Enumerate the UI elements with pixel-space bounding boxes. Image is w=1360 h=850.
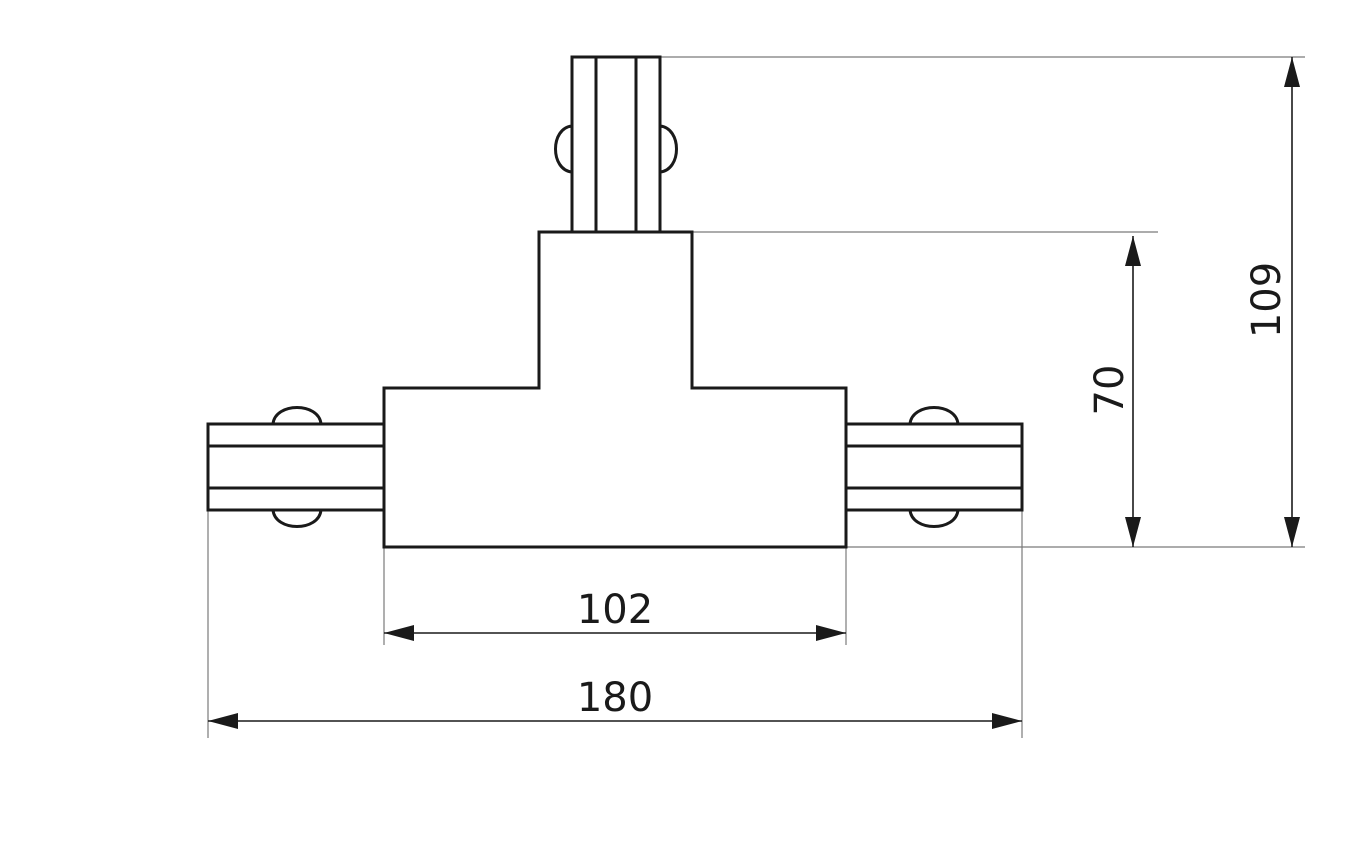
right-top-tab — [908, 406, 960, 426]
arrow-down-icon — [1284, 517, 1300, 547]
left-top-tab — [271, 406, 323, 426]
overall-height-label: 109 — [1244, 262, 1290, 338]
top-rail-branch — [554, 55, 678, 234]
arrow-left-icon — [208, 713, 238, 729]
left-rail-branch — [206, 406, 386, 528]
arrow-right-icon — [992, 713, 1022, 729]
top-right-tab — [658, 124, 678, 174]
dimension-body-width: 102 — [384, 587, 846, 641]
arrow-down-icon — [1125, 517, 1141, 547]
left-bottom-tab — [271, 508, 323, 528]
dimension-body-height: 70 — [1087, 236, 1141, 547]
extension-lines — [207, 56, 1305, 738]
arrow-up-icon — [1284, 57, 1300, 87]
arrow-right-icon — [816, 625, 846, 641]
body-height-label: 70 — [1087, 365, 1133, 416]
body-width-label: 102 — [577, 587, 653, 633]
arrow-left-icon — [384, 625, 414, 641]
right-bottom-tab — [908, 508, 960, 528]
t-connector-body — [382, 230, 848, 549]
arrow-up-icon — [1125, 236, 1141, 266]
overall-width-label: 180 — [577, 675, 653, 721]
top-left-tab — [554, 124, 574, 174]
dimension-overall-width: 180 — [208, 675, 1022, 729]
right-rail-branch — [844, 406, 1024, 528]
dimension-overall-height: 109 — [1244, 57, 1300, 547]
